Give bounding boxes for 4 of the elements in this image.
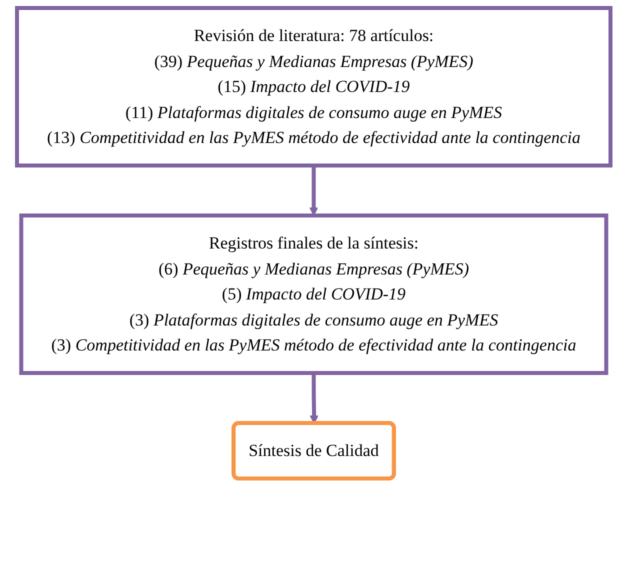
arrow xyxy=(309,373,318,424)
node-box: Registros finales de la síntesis: (6) Pequeñas y Medianas Empresas (PyMES) (5) Impacto del COVID-19 (3) Plataformas digitales de consumo auge en PyMES (3) Competitividad en las PyMES método de efectividad ante la contingencia xyxy=(19,214,608,375)
arrow xyxy=(309,166,318,216)
node-box: Revisión de literatura: 78 artículos: (39) Pequeñas y Medianas Empresas (PyMES) (15) Impacto del COVID-19 (11) Plataformas digitales de consumo auge en PyMES (13) Competitividad en las PyMES método de efectividad ante la contingencia xyxy=(14,6,612,168)
